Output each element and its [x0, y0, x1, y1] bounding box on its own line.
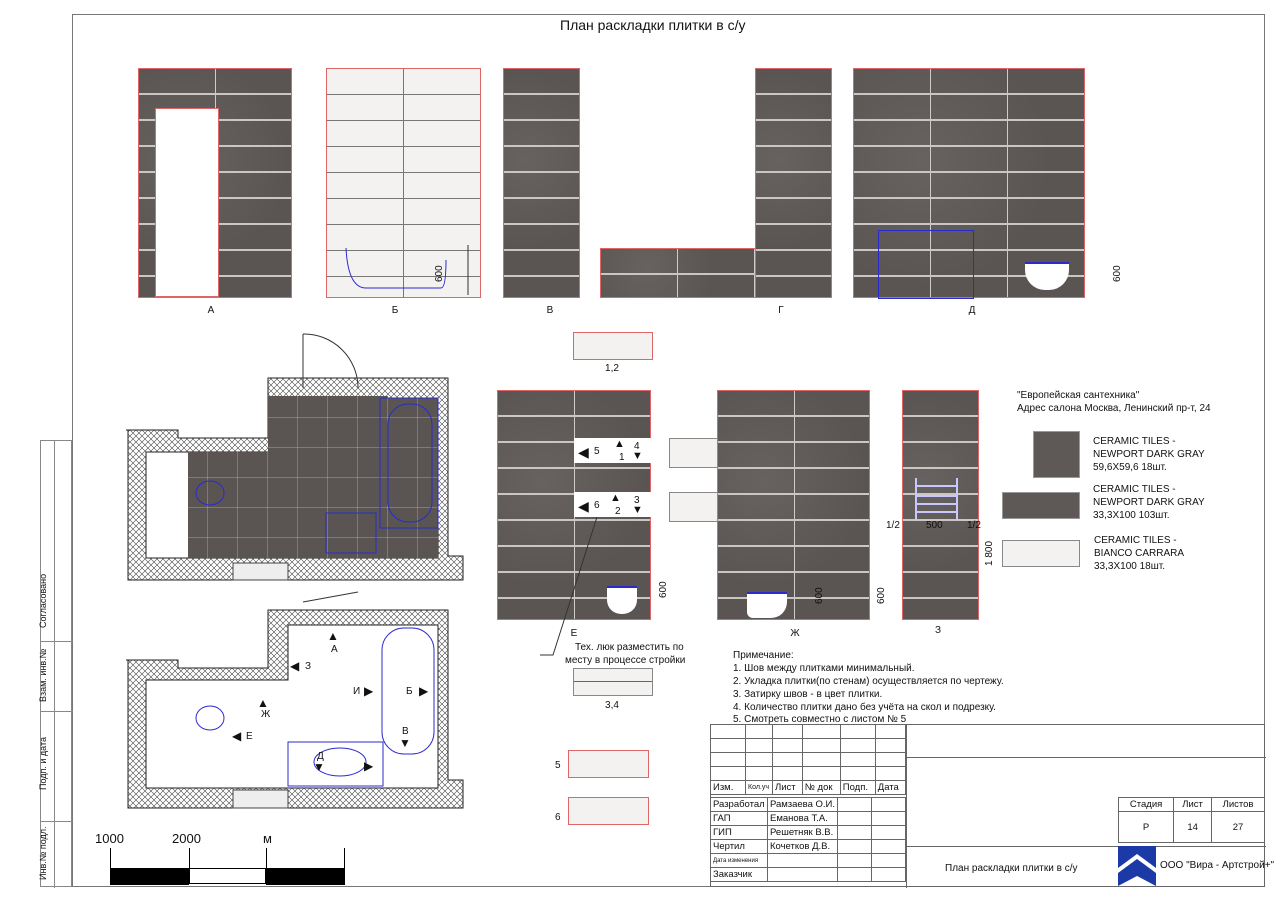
sheet-frame: [72, 14, 1265, 887]
swatch-label: 3,4: [605, 700, 619, 711]
dimension: 600: [434, 265, 445, 282]
dimension: 600: [876, 587, 887, 604]
elevation-label: Б: [391, 305, 399, 316]
toilet-icon: [747, 592, 787, 618]
elevation-label: З: [934, 625, 942, 636]
elevation-label: Ж: [790, 628, 800, 639]
floor-plan-markers: [126, 591, 464, 809]
side-stamp-label: Согласовано: [38, 573, 48, 628]
dimension: 500: [926, 520, 943, 531]
company-logo: [1118, 846, 1156, 886]
swatch-label: 5: [555, 760, 561, 771]
elevation-label: Д: [968, 305, 976, 316]
company-name: ООО "Вира - Артстрой+": [1160, 860, 1275, 871]
legend-swatch-dark-rect: [1002, 492, 1080, 519]
side-stamp-label: Подп. и дата: [38, 736, 48, 790]
legend-swatch-dark-square: [1033, 431, 1080, 478]
dimension: 1/2: [967, 520, 981, 531]
leader-line: [540, 516, 598, 656]
vanity-outline: [878, 230, 974, 299]
notes-header: Примечание:: [733, 650, 794, 661]
note-item: 5. Смотреть совместно с листом № 5: [733, 714, 907, 725]
elevation-label: Е: [570, 628, 578, 639]
toilet-icon: [607, 586, 637, 614]
floor-plan-tiled: [126, 333, 464, 581]
note-item: 4. Количество плитки дано без учёта на с…: [733, 702, 996, 713]
side-stamp: [40, 440, 73, 888]
legend-shop: "Европейская сантехника": [1017, 390, 1140, 401]
note-item: 1. Шов между плитками минимальный.: [733, 663, 915, 674]
towel-rail-icon: [915, 478, 958, 520]
tile-swatch-1-2: [573, 332, 653, 360]
dimension: 1 800: [984, 540, 995, 566]
tile-swatch-6: [568, 797, 649, 825]
elevation-g: [600, 248, 756, 298]
dimension: 600: [658, 581, 669, 598]
side-stamp-label: Взам. инв.№: [38, 648, 48, 702]
door-opening: [155, 108, 219, 297]
access-hatch-2: ◀6 ▲2 3▼: [574, 492, 651, 517]
side-stamp-label: Инв.№ подл.: [38, 826, 48, 880]
tile-swatch-5: [568, 750, 649, 778]
note-item: 2. Укладка плитки(по стенам) осуществляе…: [733, 676, 1004, 687]
signature-row: Дата изменения: [710, 853, 906, 868]
scale-label: 2000: [172, 831, 201, 846]
elevation-label: А: [207, 305, 215, 316]
tech-note: месту в процессе стройки: [565, 655, 686, 666]
elevation-b: [326, 68, 481, 298]
drawing-name: План раскладки плитки в с/у: [945, 863, 1078, 874]
toilet-icon: [1025, 262, 1069, 290]
bathtub-outline: [345, 245, 469, 295]
dimension: 600: [814, 587, 825, 604]
elevation-g-column: [755, 68, 832, 298]
note-item: 3. Затирку швов - в цвет плитки.: [733, 689, 883, 700]
swatch-label: 6: [555, 812, 561, 823]
legend-address: Адрес салона Москва, Ленинский пр-т, 24: [1017, 403, 1211, 414]
legend-swatch-light: [1002, 540, 1080, 567]
tile-swatch-3-4: [573, 668, 653, 696]
dimension: 600: [1112, 265, 1123, 282]
elevation-d: [853, 68, 1085, 298]
access-hatch-1: ◀5 ▲1 4▼: [574, 438, 651, 463]
tech-note: Тех. люк разместить по: [575, 642, 684, 653]
elevation-label: В: [546, 305, 554, 316]
dimension: 1/2: [886, 520, 900, 531]
scale-unit: м: [263, 831, 272, 846]
signature-row: Заказчик: [710, 867, 906, 882]
scale-label: 1000: [95, 831, 124, 846]
elevation-v: [503, 68, 580, 298]
sheet-title: План раскладки плитки в с/у: [560, 17, 746, 33]
swatch-label: 1,2: [605, 363, 619, 374]
scale-bar: [110, 848, 345, 885]
elevation-label: Г: [778, 305, 784, 316]
elevation-zh: [717, 390, 870, 620]
